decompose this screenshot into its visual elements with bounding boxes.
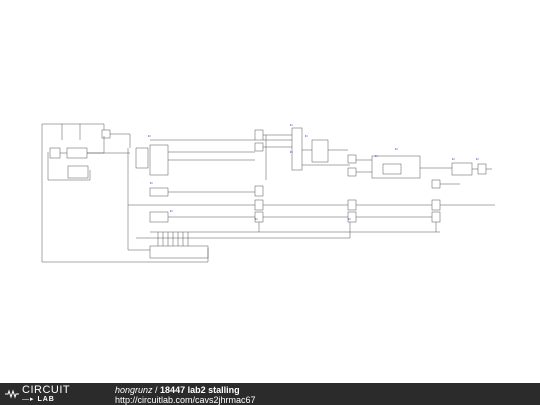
circuitlab-logo-icon (5, 389, 19, 399)
component-label: lbl (395, 148, 398, 151)
red-label: · (495, 205, 496, 208)
wire (110, 133, 131, 148)
wire (47, 152, 91, 181)
component-label: lbl (375, 155, 378, 158)
block (382, 163, 402, 175)
block (149, 211, 169, 223)
block (431, 211, 441, 223)
logo-text-bottom: —▸ LAB (22, 395, 55, 403)
logo-text-top: CIRCUIT (22, 384, 71, 396)
red-label: · (136, 170, 137, 173)
block (149, 187, 169, 197)
component-label: lbl (476, 158, 479, 161)
block (311, 139, 329, 163)
block (49, 147, 61, 159)
block (149, 144, 169, 176)
block (101, 129, 111, 139)
circuit-meta: hongrunz / 18447 lab2 stalling (115, 385, 240, 395)
component-label: lbl (255, 218, 258, 221)
wire (87, 136, 105, 154)
red-label: · (136, 176, 137, 179)
block (431, 179, 441, 189)
block (451, 162, 473, 176)
component-label: lbl (305, 135, 308, 138)
block (477, 163, 487, 175)
wire (127, 148, 150, 251)
block (291, 127, 303, 171)
block (371, 155, 421, 179)
block (254, 199, 264, 211)
block (149, 245, 209, 259)
circuit-url[interactable]: http://circuitlab.com/cavs2jhrmac67 (115, 395, 256, 405)
component-label: lbl (452, 158, 455, 161)
wire (136, 222, 351, 239)
logo-arrow-icon: —▸ (22, 396, 35, 403)
component-label: lbl (290, 151, 293, 154)
block (431, 199, 441, 211)
block (254, 129, 264, 141)
component-label: lbl (148, 135, 151, 138)
block (347, 154, 357, 164)
component-label: lbl (150, 182, 153, 185)
block (347, 167, 357, 177)
logo-lab: LAB (37, 396, 55, 403)
component-label: lbl (290, 124, 293, 127)
author-name[interactable]: hongrunz (115, 385, 153, 395)
block (254, 185, 264, 197)
component-label: lbl (348, 218, 351, 221)
block (66, 147, 88, 159)
block (67, 165, 89, 179)
circuit-title: 18447 lab2 stalling (160, 385, 240, 395)
wire (42, 123, 105, 130)
separator: / (152, 385, 161, 395)
schematic-canvas[interactable]: lbl lbl lbl lbl lbl lbl lbl lbl lbl lbl … (0, 0, 540, 383)
block (135, 147, 149, 169)
block (347, 199, 357, 211)
block (254, 142, 264, 152)
footer: CIRCUIT —▸ LAB hongrunz / 18447 lab2 sta… (0, 383, 540, 405)
component-label: lbl (170, 210, 173, 213)
